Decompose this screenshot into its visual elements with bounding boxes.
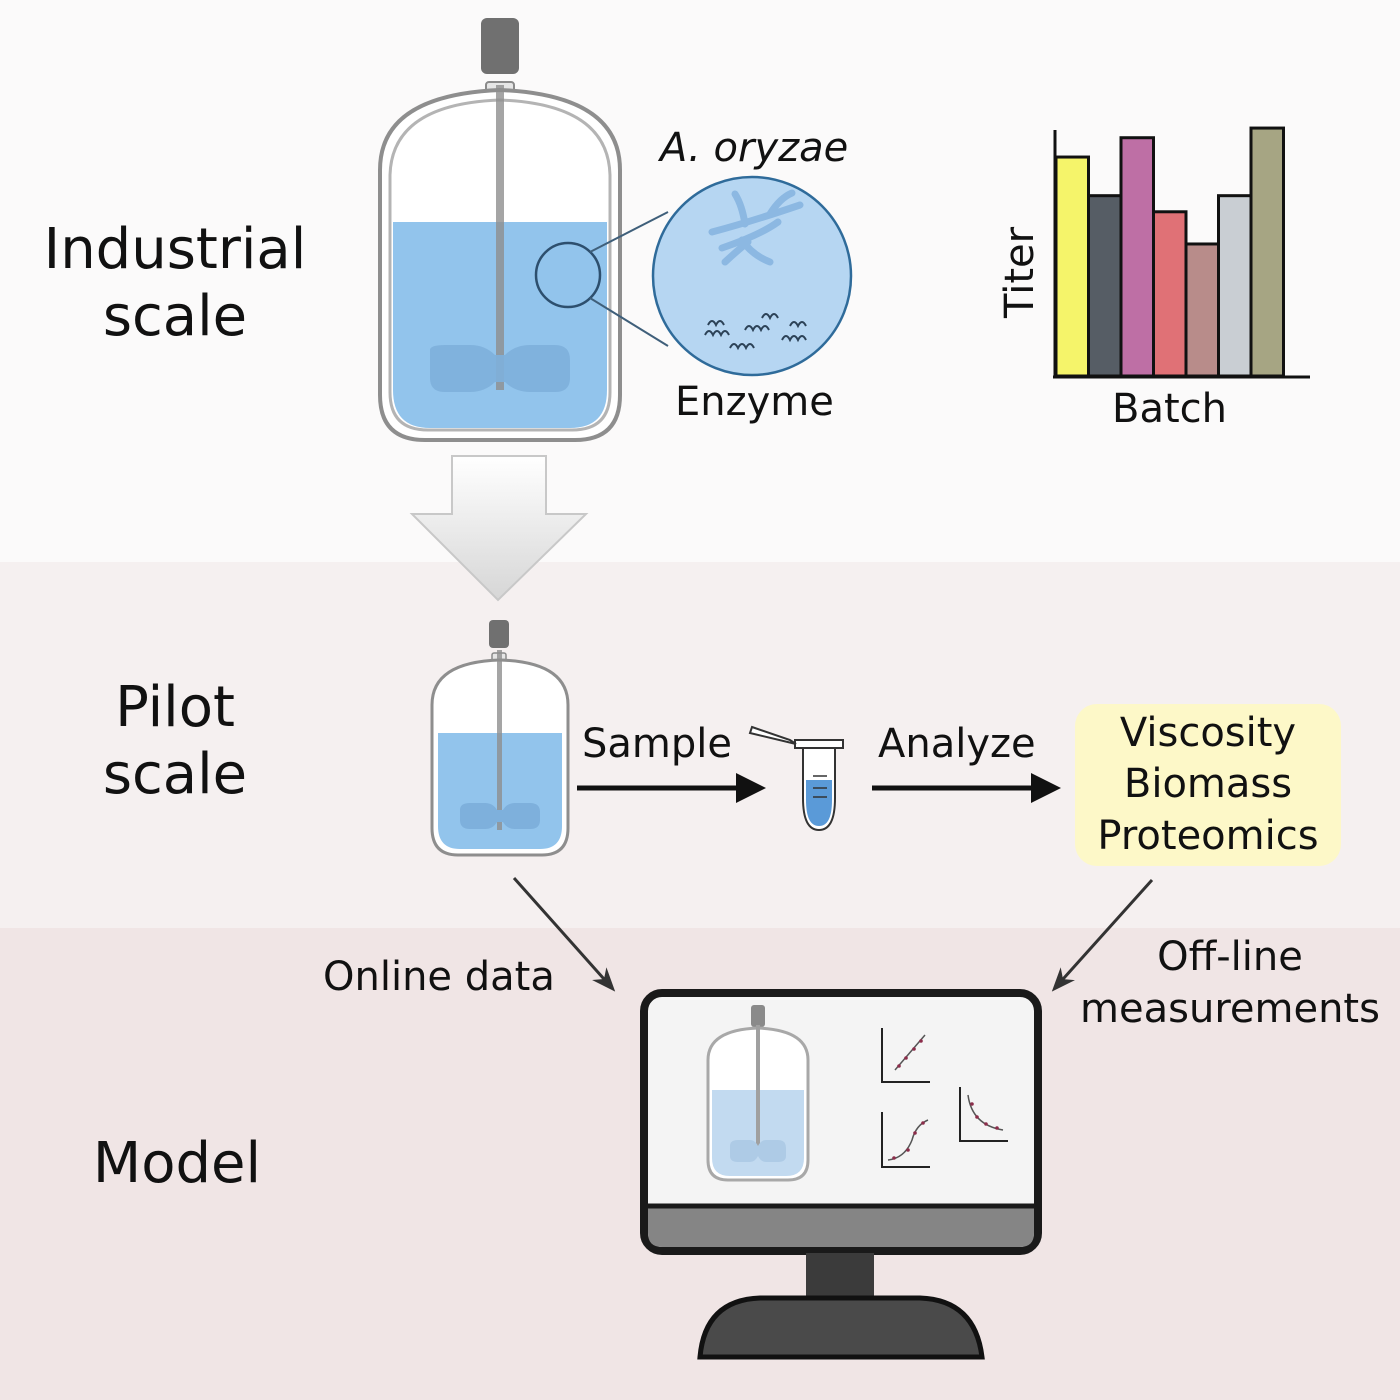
stage-line: scale [102,742,248,808]
model-label: Model [92,1131,262,1196]
impeller-icon [430,345,570,392]
fungal-hyphae-icon [708,189,804,266]
impeller-icon [460,803,540,829]
bar-5 [1184,242,1220,378]
enzyme-icon [704,313,807,351]
industrial-bioreactor [378,18,669,442]
microscope-bubble [651,175,853,377]
bar-2 [1087,194,1123,378]
measurement-viscosity: Viscosity [1119,710,1297,757]
online-data-arrow [512,877,616,992]
stage-line: Industrial [43,217,307,282]
measurements-box: Viscosity Biomass Proteomics [1075,704,1341,866]
offline-measurements-label: Off-line measurements [1075,931,1385,1035]
chart-y-label: Titer [997,226,1043,318]
pilot-bioreactor [430,620,570,857]
enzyme-label: Enzyme [675,379,834,425]
motor-icon [481,18,519,74]
chart-x-label: Batch [1112,386,1227,432]
computer-monitor-icon [640,989,1042,1360]
analyze-label: Analyze [878,721,1036,767]
bar-6 [1217,194,1253,378]
offline-line: measurements [1080,986,1380,1032]
scale-down-arrow-icon [409,455,589,602]
bar-7 [1249,126,1285,378]
measurement-proteomics: Proteomics [1097,812,1319,859]
bar-1 [1054,155,1090,378]
pilot-scale-label: Pilot scale [60,674,290,808]
offline-arrow [1051,878,1154,992]
titer-bar-chart [1053,126,1310,379]
stage-line: Pilot [115,675,235,740]
sample-tube-icon [748,725,844,832]
online-data-label: Online data [323,954,555,1000]
bar-3 [1119,136,1155,378]
organism-label: A. oryzae [660,125,849,171]
stage-line: scale [102,284,248,350]
bar-4 [1152,210,1188,378]
sample-label: Sample [582,721,732,767]
measurement-biomass: Biomass [1123,761,1293,808]
motor-icon [489,620,509,648]
offline-line: Off-line [1157,934,1303,980]
industrial-scale-label: Industrial scale [30,216,320,350]
zoom-circle-icon [534,241,602,309]
